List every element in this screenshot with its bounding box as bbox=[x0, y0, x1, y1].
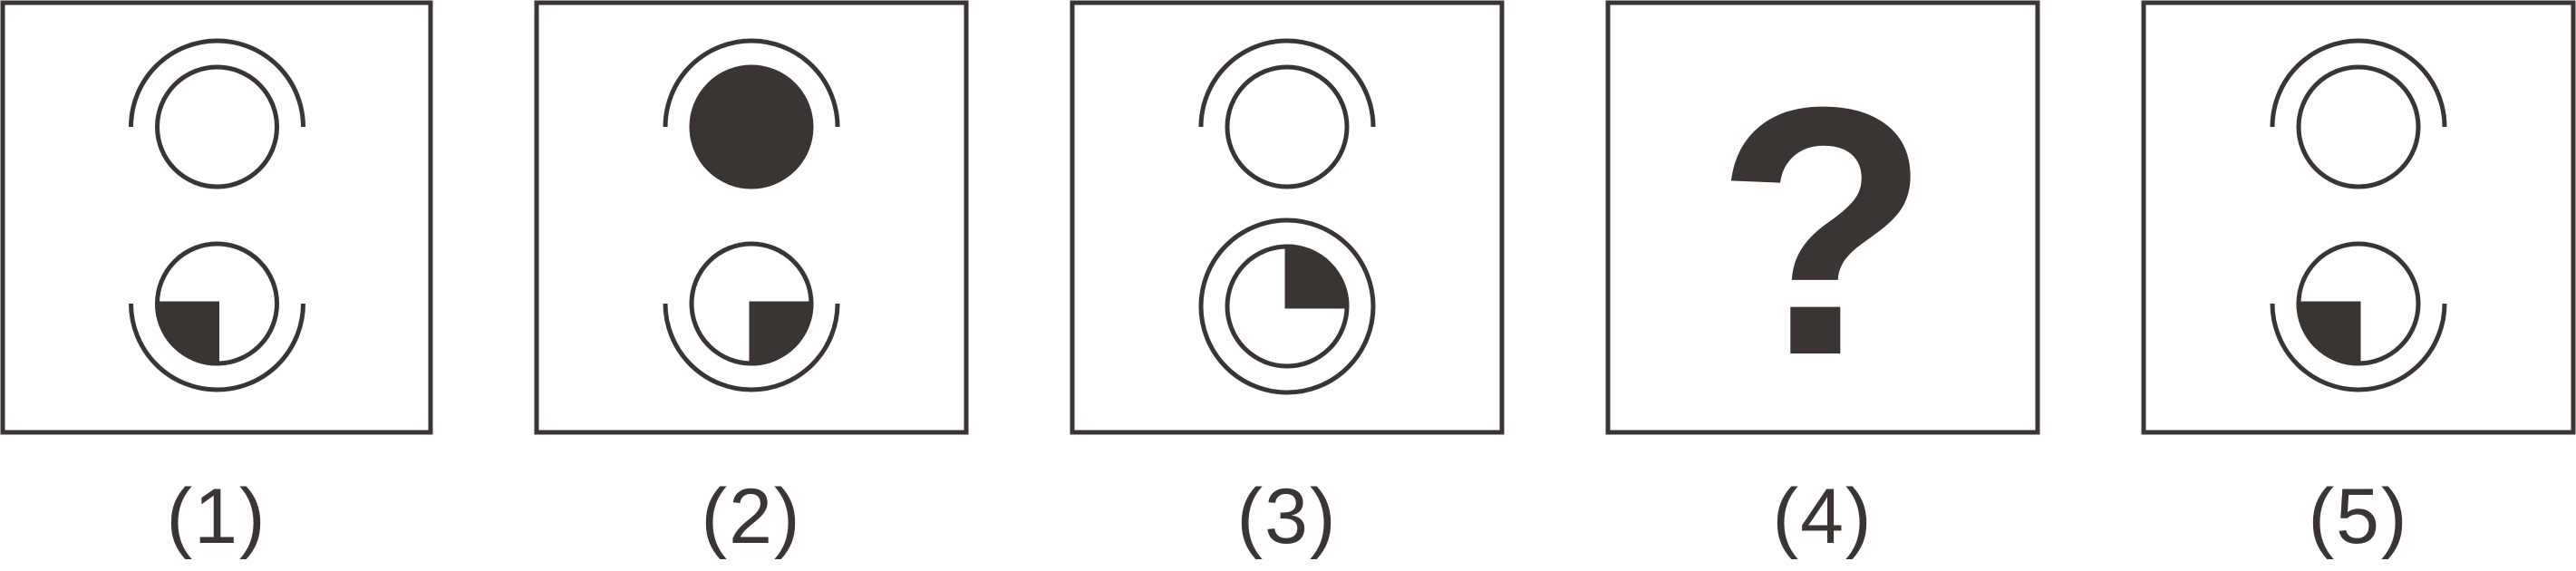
panel-5-bottom-quadrant-fill bbox=[2296, 301, 2361, 366]
panel-2-frame bbox=[534, 0, 969, 435]
panel-5-top-outer-arc bbox=[2270, 38, 2447, 128]
panel-2-bottom-outer-arc bbox=[663, 303, 840, 392]
panel-2-top-inner-filled-circle bbox=[689, 64, 814, 189]
panel-4-label: (4) bbox=[1772, 473, 1874, 560]
panel-3-bottom-quadrant-fill bbox=[1284, 244, 1350, 309]
panel-1-top-outer-arc bbox=[129, 38, 305, 128]
panel-5 bbox=[2141, 0, 2576, 435]
panel-3 bbox=[1070, 0, 1505, 435]
panel-3-top-inner-circle bbox=[1225, 64, 1350, 189]
panel-4-frame bbox=[1605, 0, 2040, 435]
panel-3-top-outer-arc bbox=[1198, 38, 1376, 128]
panel-2 bbox=[534, 0, 969, 435]
panel-4: ? bbox=[1605, 0, 2040, 435]
panel-5-frame bbox=[2141, 0, 2576, 435]
panel-5-bottom-outer-arc bbox=[2270, 303, 2447, 392]
panel-2-top-outer-arc bbox=[663, 38, 840, 128]
panel-3-frame bbox=[1070, 0, 1505, 435]
panel-3-label: (3) bbox=[1236, 473, 1338, 560]
panel-1-label: (1) bbox=[166, 473, 267, 560]
panel-1-top-inner-circle bbox=[155, 64, 279, 189]
panel-1 bbox=[0, 0, 433, 435]
panel-5-top-inner-circle bbox=[2296, 64, 2421, 189]
panel-1-frame bbox=[0, 0, 433, 435]
panel-1-bottom-outer-arc bbox=[129, 303, 305, 392]
question-mark: ? bbox=[1715, 34, 1931, 429]
panel-5-label: (5) bbox=[2308, 473, 2409, 560]
panel-2-bottom-quadrant-fill bbox=[749, 301, 814, 366]
panel-2-label: (2) bbox=[701, 473, 802, 560]
panel-1-bottom-quadrant-fill bbox=[154, 301, 219, 366]
panel-3-bottom-outer-circle bbox=[1198, 218, 1376, 395]
